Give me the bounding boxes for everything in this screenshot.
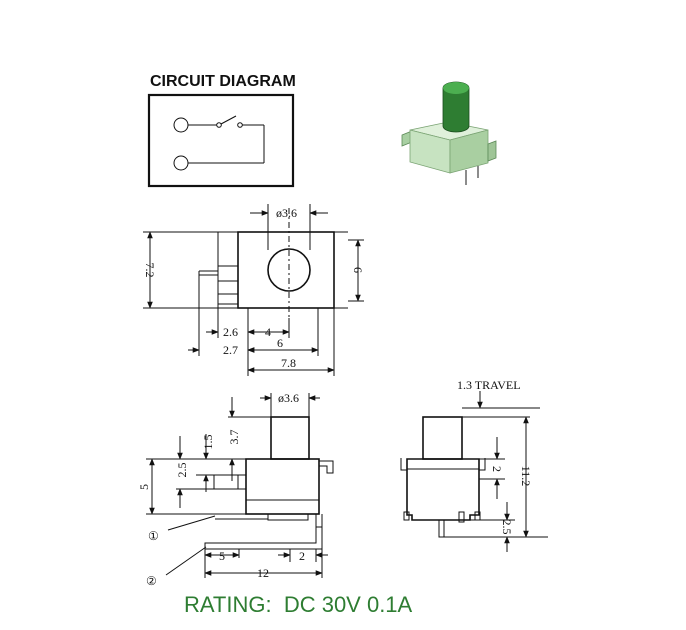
rating-label: RATING: DC 30V 0.1A xyxy=(184,592,413,617)
side-view-dim-1-5: 1.5 xyxy=(201,435,215,450)
callout-2-label: ② xyxy=(146,574,157,588)
terminal-a-icon xyxy=(173,117,189,133)
side-view-dim-5: 5 xyxy=(137,484,151,490)
front-view-dim-11-2: 11.2 xyxy=(519,466,533,487)
top-view-height-total: 7.2 xyxy=(143,263,157,278)
top-view-dim-4: 4 xyxy=(265,325,271,339)
circuit-frame xyxy=(147,93,295,188)
callout-1-label: ① xyxy=(148,529,159,543)
top-view-diameter-label: ø3.6 xyxy=(276,206,297,220)
top-view-height-body: 6 xyxy=(351,267,365,273)
front-view-dim-2-5: 2.5 xyxy=(500,520,514,535)
side-view-dim-2-5: 2.5 xyxy=(175,463,189,478)
terminal-b-icon xyxy=(173,155,189,171)
top-view-dim-7-8: 7.8 xyxy=(281,356,296,370)
side-view-dim-3-7: 3.7 xyxy=(227,430,241,445)
circuit-diagram-title: CIRCUIT DIAGRAM xyxy=(150,73,296,90)
side-view-dim-2: 2 xyxy=(299,549,305,563)
top-view-dim-6: 6 xyxy=(277,336,283,350)
front-view-drawing: 1.3 TRAVEL 11.2 2 2.5 xyxy=(400,378,548,552)
side-view-dim-5-bottom: 5 xyxy=(219,549,225,563)
top-view-dim-2-6: 2.6 xyxy=(223,325,238,339)
circuit-diagram: CIRCUIT DIAGRAM xyxy=(147,73,296,188)
front-view-dim-2: 2 xyxy=(490,466,504,472)
front-view-travel-label: 1.3 TRAVEL xyxy=(457,378,521,392)
top-view-dim-2-7: 2.7 xyxy=(223,343,238,357)
side-view-drawing: ø3.6 3.7 1.5 2.5 5 ① ② xyxy=(137,391,334,588)
switch-3d-illustration xyxy=(401,81,497,185)
side-view-diameter-label: ø3.6 xyxy=(278,391,299,405)
side-view-dim-12: 12 xyxy=(257,566,269,580)
top-view-drawing: ø3.6 7.2 6 2.6 4 2.7 6 xyxy=(143,204,365,376)
actuator-circle xyxy=(267,248,311,292)
switch-symbol-icon xyxy=(188,115,265,164)
